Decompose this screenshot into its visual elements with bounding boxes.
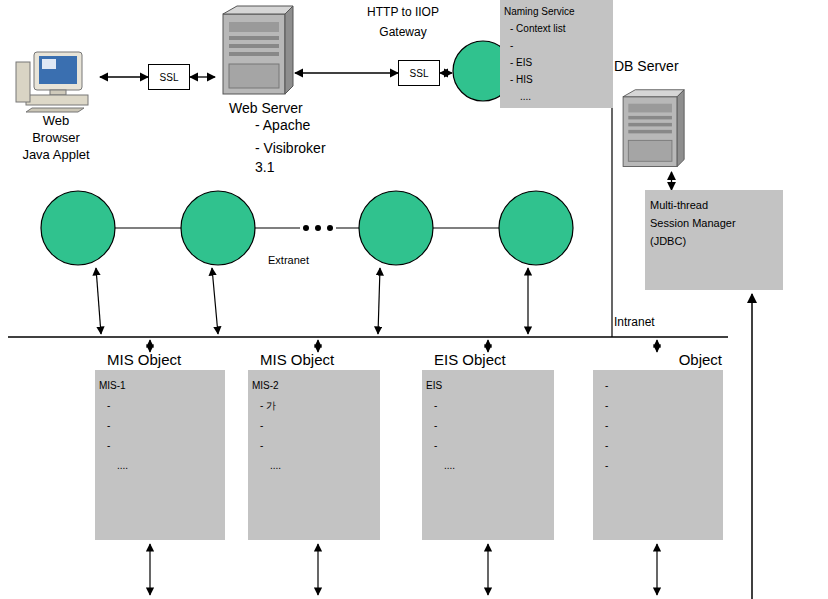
server-icon xyxy=(215,4,295,98)
network-label: Extranet xyxy=(268,254,309,266)
list-item: - xyxy=(99,396,221,416)
connector-arrow xyxy=(295,72,398,73)
naming-service-box: Naming Service- Context list-- EIS- HIS.… xyxy=(500,0,613,108)
list-item: - xyxy=(597,456,719,476)
list-item: - xyxy=(252,436,376,456)
node-label: DB Server xyxy=(614,58,679,74)
object-header: MIS Object xyxy=(107,351,181,368)
list-item: - Context list xyxy=(504,20,609,37)
computer-icon xyxy=(12,50,100,114)
object-header: MIS Object xyxy=(260,351,334,368)
object-box: EIS ObjectEIS---.... xyxy=(422,370,554,540)
box-label: SSL xyxy=(410,68,429,79)
object-header: Object xyxy=(679,351,722,368)
list-item: - xyxy=(597,416,719,436)
list-item: - EIS xyxy=(504,54,609,71)
list-item: .... xyxy=(504,88,609,105)
list-item: MIS-2 xyxy=(252,376,376,396)
node-label: - Apache xyxy=(255,117,310,133)
list-item: - xyxy=(597,396,719,416)
list-item: - xyxy=(252,416,376,436)
server-icon xyxy=(616,88,686,170)
list-item: - xyxy=(597,436,719,456)
list-item: Naming Service xyxy=(504,3,609,20)
ssl-box: SSL xyxy=(398,60,440,86)
list-item: .... xyxy=(426,456,550,476)
box-label: SSL xyxy=(160,72,179,83)
list-item: - xyxy=(426,396,550,416)
object-box: MIS ObjectMIS-2- 가--.... xyxy=(248,370,380,540)
connector-arrow xyxy=(440,72,452,73)
list-item: - xyxy=(426,416,550,436)
web-server: Web Server- Apache- Visibroker 3.1 xyxy=(215,4,295,98)
session-manager-box: Multi-thread Session Manager (JDBC) xyxy=(645,190,783,290)
list-item: - 가 xyxy=(252,396,376,416)
list-item: - xyxy=(99,416,221,436)
connector-arrow xyxy=(100,76,148,77)
list-item: - HIS xyxy=(504,71,609,88)
node-label: Web Server xyxy=(229,100,303,116)
network-label: Intranet xyxy=(614,315,655,329)
list-item: - xyxy=(597,376,719,396)
object-box: MIS ObjectMIS-1---.... xyxy=(95,370,225,540)
node-label: - Visibroker 3.1 xyxy=(255,139,337,177)
ssl-box: SSL xyxy=(148,64,190,90)
list-item: - xyxy=(99,436,221,456)
object-box: Object----- xyxy=(593,370,723,540)
list-item: EIS xyxy=(426,376,550,396)
list-item: - xyxy=(426,436,550,456)
db-server: DB Server xyxy=(606,58,698,172)
connector-arrow xyxy=(671,172,672,190)
browser-computer: Web Browser Java Applet xyxy=(12,50,100,162)
list-item: - xyxy=(504,37,609,54)
list-item: .... xyxy=(99,456,221,476)
connector-arrow xyxy=(190,76,215,77)
node-label: Web Browser Java Applet xyxy=(18,112,94,163)
object-header: EIS Object xyxy=(434,351,506,368)
box-label: Multi-thread Session Manager (JDBC) xyxy=(650,196,742,250)
node-label: HTTP to IIOP Gateway xyxy=(356,2,450,42)
list-item: MIS-1 xyxy=(99,376,221,396)
list-item: .... xyxy=(252,456,376,476)
